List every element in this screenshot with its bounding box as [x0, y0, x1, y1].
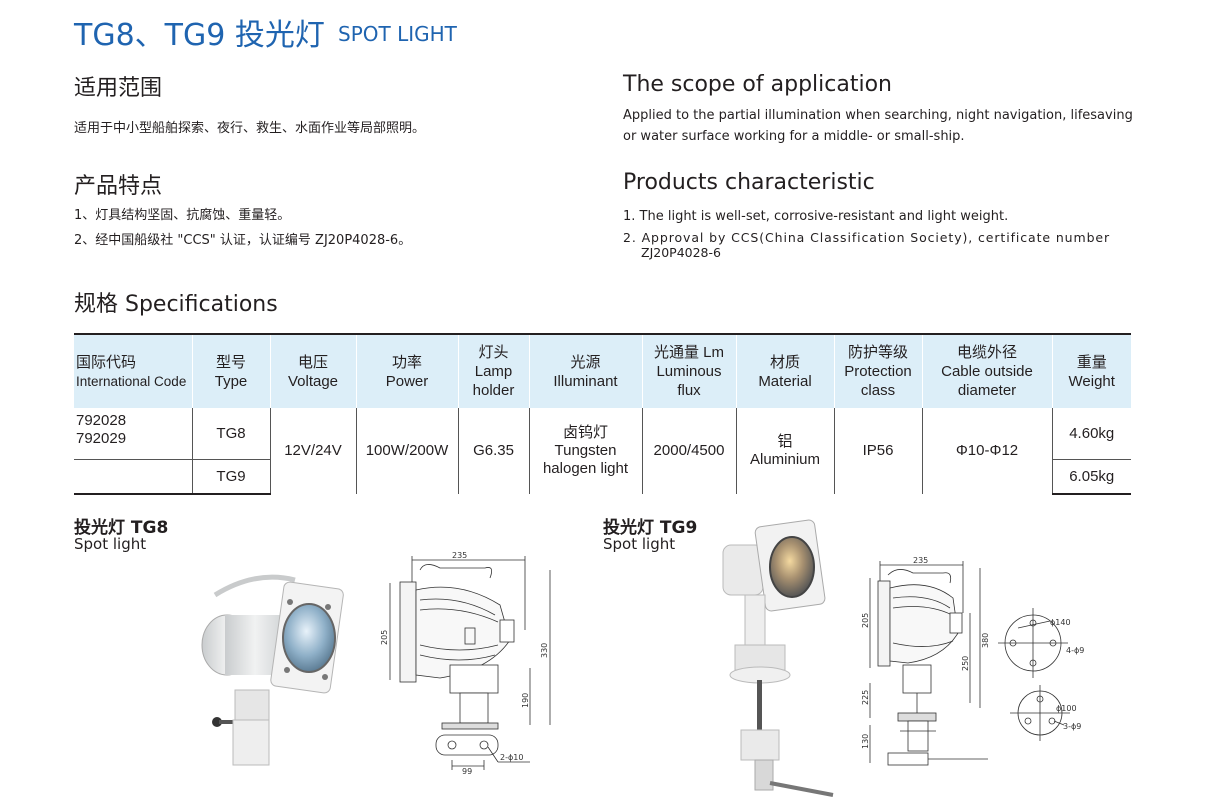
tg8-technical-drawing: 235 205 330 190 99 2-ϕ10	[380, 551, 551, 776]
scope-text-cn: 适用于中小型船舶探索、夜行、救生、水面作业等局部照明。	[74, 121, 426, 136]
feature-item-2-en-line2: ZJ20P4028-6	[641, 245, 721, 260]
cell-lamp-holder: G6.35	[457, 408, 529, 494]
feature-item-1-en: 1. The light is well-set, corrosive-resi…	[623, 209, 1009, 224]
features-heading-en: Products characteristic	[623, 170, 875, 195]
tg8-dim-190: 190	[521, 693, 530, 708]
tg8-dim-99: 99	[462, 767, 472, 776]
tg8-caption-en: Spot light	[74, 535, 147, 553]
tg9-dim-130: 130	[861, 734, 870, 749]
features-heading-cn: 产品特点	[74, 174, 163, 199]
tg9-photo	[722, 519, 834, 797]
tg8-caption-cn: 投光灯 TG8	[74, 518, 169, 538]
tg9-dim-100: ϕ100	[1056, 704, 1077, 713]
feature-item-2-en-line1: 2. Approval by CCS(China Classification …	[623, 230, 1111, 245]
page-title: TG8、TG9 投光灯	[74, 18, 325, 53]
tg9-dim-235: 235	[913, 556, 928, 565]
tg9-dim-250: 250	[961, 656, 970, 671]
scope-heading-cn: 适用范围	[74, 76, 163, 101]
tg9-dim-380: 380	[981, 633, 990, 648]
feature-item-1-cn: 1、灯具结构坚固、抗腐蚀、重量轻。	[74, 208, 291, 223]
tg9-technical-drawing: 235 205 380 250 225 130 ϕ140 4-ϕ9 ϕ100 3…	[861, 556, 1084, 766]
cell-protection: IP56	[833, 408, 922, 494]
scope-heading-en: The scope of application	[623, 72, 892, 97]
tg8-dim-330: 330	[540, 643, 549, 658]
tg9-dim-4holes: 4-ϕ9	[1066, 646, 1084, 655]
cell-voltage: 12V/24V	[269, 408, 356, 494]
tg8-dim-235: 235	[452, 551, 467, 560]
tg9-dim-205: 205	[861, 613, 870, 628]
tg9-caption-cn: 投光灯 TG9	[603, 518, 698, 538]
cell-weight-tg8: 4.60kg	[1051, 408, 1131, 460]
cell-type-tg9: TG9	[191, 459, 270, 495]
cell-luminous-flux: 2000/4500	[641, 408, 736, 494]
specs-heading: 规格 Specifications	[74, 292, 278, 317]
scope-text-en-line1: Applied to the partial illumination when…	[623, 108, 1133, 123]
table-row: TG9 6.05kg	[74, 459, 1131, 495]
tg8-dim-holes: 2-ϕ10	[500, 753, 523, 762]
tg9-caption-en: Spot light	[603, 535, 676, 553]
tg9-dim-140: ϕ140	[1050, 618, 1071, 627]
cell-cable: Φ10-Φ12	[921, 408, 1052, 494]
cell-power: 100W/200W	[355, 408, 458, 494]
cell-type-tg8: TG8	[191, 408, 270, 460]
scope-text-en-line2: or water surface working for a middle- o…	[623, 129, 965, 144]
page-subtitle: SPOT LIGHT	[338, 22, 457, 46]
cell-code-empty	[74, 459, 192, 495]
tg9-dim-3holes: 3-ϕ9	[1063, 722, 1081, 731]
tg9-dim-225: 225	[861, 690, 870, 705]
cell-weight-tg9: 6.05kg	[1051, 459, 1131, 495]
tg8-dim-205: 205	[380, 630, 389, 645]
tg8-photo	[201, 574, 344, 766]
feature-item-2-cn: 2、经中国船级社 "CCS" 认证，认证编号 ZJ20P4028-6。	[74, 233, 412, 248]
